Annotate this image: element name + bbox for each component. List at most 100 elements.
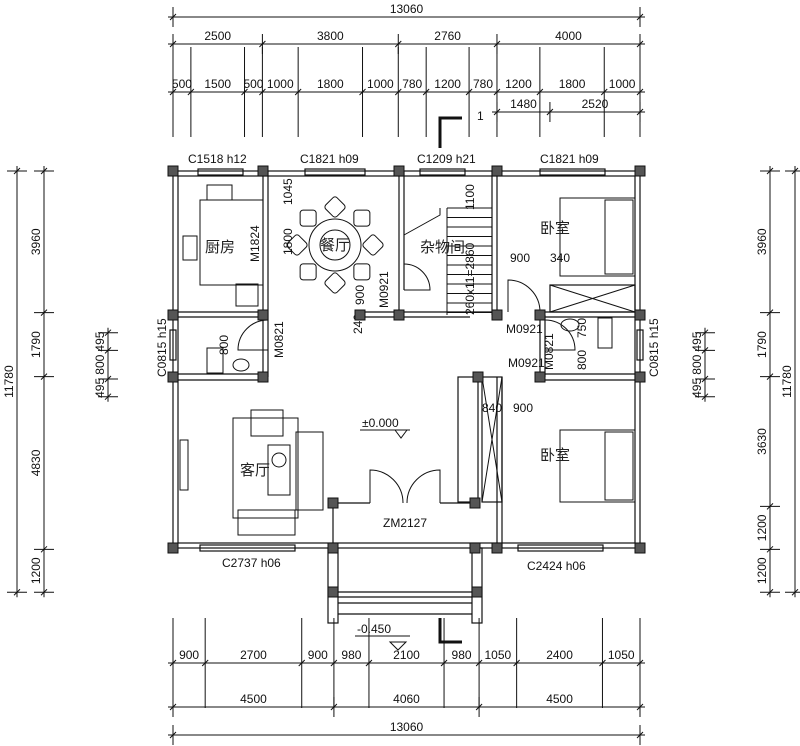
dining-chair bbox=[353, 263, 371, 281]
inner-dim: 800 bbox=[575, 350, 589, 370]
dimension-label: 4060 bbox=[393, 692, 420, 706]
walls bbox=[169, 116, 644, 644]
dining-chair bbox=[324, 196, 346, 218]
dimension-label: 1200 bbox=[29, 557, 43, 584]
level-porch: -0.450 bbox=[357, 622, 391, 636]
room-dining: 餐厅 bbox=[320, 236, 350, 254]
dimension-label: 13060 bbox=[390, 2, 424, 16]
dimension-label: 3960 bbox=[755, 228, 769, 255]
inner-dim: 800 bbox=[217, 335, 231, 355]
door-label: M0821 bbox=[542, 333, 556, 370]
window-label: C1821 h09 bbox=[300, 152, 359, 166]
structural-column bbox=[469, 497, 481, 509]
dimension-label: 3960 bbox=[29, 228, 43, 255]
dimension-label: 495 bbox=[690, 378, 704, 398]
inner-dim: 340 bbox=[550, 251, 570, 265]
dimension-label: 1800 bbox=[559, 77, 586, 91]
room-kitchen: 厨房 bbox=[205, 238, 235, 256]
structural-column bbox=[257, 165, 269, 177]
structural-column bbox=[469, 542, 481, 554]
structural-column bbox=[354, 309, 366, 321]
structural-column bbox=[327, 542, 339, 554]
dimension-label: 495 bbox=[93, 331, 107, 351]
structural-column bbox=[167, 309, 179, 321]
window-label: C0815 h15 bbox=[155, 318, 169, 377]
dimension-label: 2760 bbox=[434, 29, 461, 43]
dimension-label: 1200 bbox=[434, 77, 461, 91]
dimension-label: 4500 bbox=[546, 692, 573, 706]
window-label: C2737 h06 bbox=[222, 556, 281, 570]
structural-column bbox=[634, 371, 646, 383]
door-label: M0921 bbox=[508, 356, 545, 370]
dimension-label: 2500 bbox=[204, 29, 231, 43]
inner-dim: 750 bbox=[575, 318, 589, 338]
dimension-label: 3630 bbox=[755, 428, 769, 455]
dimension-label: 495 bbox=[690, 331, 704, 351]
dining-chair bbox=[362, 234, 384, 256]
inner-dim: 1045 bbox=[281, 178, 295, 205]
structural-column bbox=[167, 371, 179, 383]
sofa bbox=[232, 417, 299, 519]
structural-column bbox=[257, 309, 269, 321]
inner-dim: 900 bbox=[510, 251, 530, 265]
dimension-label: 2100 bbox=[393, 648, 420, 662]
structural-column bbox=[327, 586, 339, 598]
structural-column bbox=[534, 309, 546, 321]
dimension-label: 900 bbox=[308, 648, 328, 662]
dimension-label: 11780 bbox=[780, 365, 794, 398]
window-label: C2424 h06 bbox=[527, 559, 586, 573]
door-label: M0921 bbox=[506, 322, 543, 336]
window-label: C1209 h21 bbox=[417, 152, 476, 166]
structural-column bbox=[167, 542, 179, 554]
inner-dim: 1800 bbox=[281, 228, 295, 255]
structural-column bbox=[393, 309, 405, 321]
bed-top bbox=[559, 197, 636, 277]
dimension-label: 780 bbox=[473, 77, 493, 91]
dimension-label: 4500 bbox=[240, 692, 267, 706]
dimension-label: 1000 bbox=[367, 77, 394, 91]
dimension-label: 4830 bbox=[29, 449, 43, 476]
dimension-label: 1200 bbox=[755, 514, 769, 541]
dimension-label: 500 bbox=[172, 77, 192, 91]
structural-column bbox=[634, 165, 646, 177]
dimension-label: 1050 bbox=[485, 648, 512, 662]
dimension-label: 1000 bbox=[267, 77, 294, 91]
dimension-label: 500 bbox=[243, 77, 263, 91]
dimension-label: 1000 bbox=[609, 77, 636, 91]
structural-column bbox=[634, 309, 646, 321]
dining-chair bbox=[324, 272, 346, 294]
dimension-label: 495 bbox=[93, 378, 107, 398]
dimension-label: 2520 bbox=[582, 97, 609, 111]
dimension-label: 1200 bbox=[505, 77, 532, 91]
window-label: C1518 h12 bbox=[188, 152, 247, 166]
dimension-label: 800 bbox=[93, 354, 107, 374]
inner-dim: 900 bbox=[353, 285, 367, 305]
bed-bottom bbox=[559, 429, 636, 503]
dimension-label: 2700 bbox=[240, 648, 267, 662]
dimension-label: 800 bbox=[690, 354, 704, 374]
dimension-label: 2400 bbox=[546, 648, 573, 662]
dining-table bbox=[308, 218, 362, 272]
dimension-label: 1050 bbox=[608, 648, 635, 662]
furniture bbox=[179, 184, 636, 536]
structural-column bbox=[327, 497, 339, 509]
door-label: M1824 bbox=[248, 225, 262, 262]
stair-dim: 260x11=2860 bbox=[463, 242, 477, 315]
level-floor: ±0.000 bbox=[362, 416, 399, 430]
window-label: C0815 h15 bbox=[647, 318, 661, 377]
dimension-label: 1790 bbox=[755, 331, 769, 358]
structural-column bbox=[472, 371, 484, 383]
dimension-label: 980 bbox=[341, 648, 361, 662]
inner-dim: 840 bbox=[482, 401, 502, 415]
stair bbox=[403, 207, 492, 315]
structural-column bbox=[491, 165, 503, 177]
room-bedroom-top: 卧室 bbox=[540, 219, 570, 237]
dining-chair bbox=[286, 234, 308, 256]
structural-column bbox=[393, 165, 405, 177]
structural-column bbox=[634, 542, 646, 554]
dimension-label: 900 bbox=[179, 648, 199, 662]
dining-chair bbox=[299, 263, 317, 281]
structural-column bbox=[491, 542, 503, 554]
door-label: M0921 bbox=[377, 271, 391, 308]
